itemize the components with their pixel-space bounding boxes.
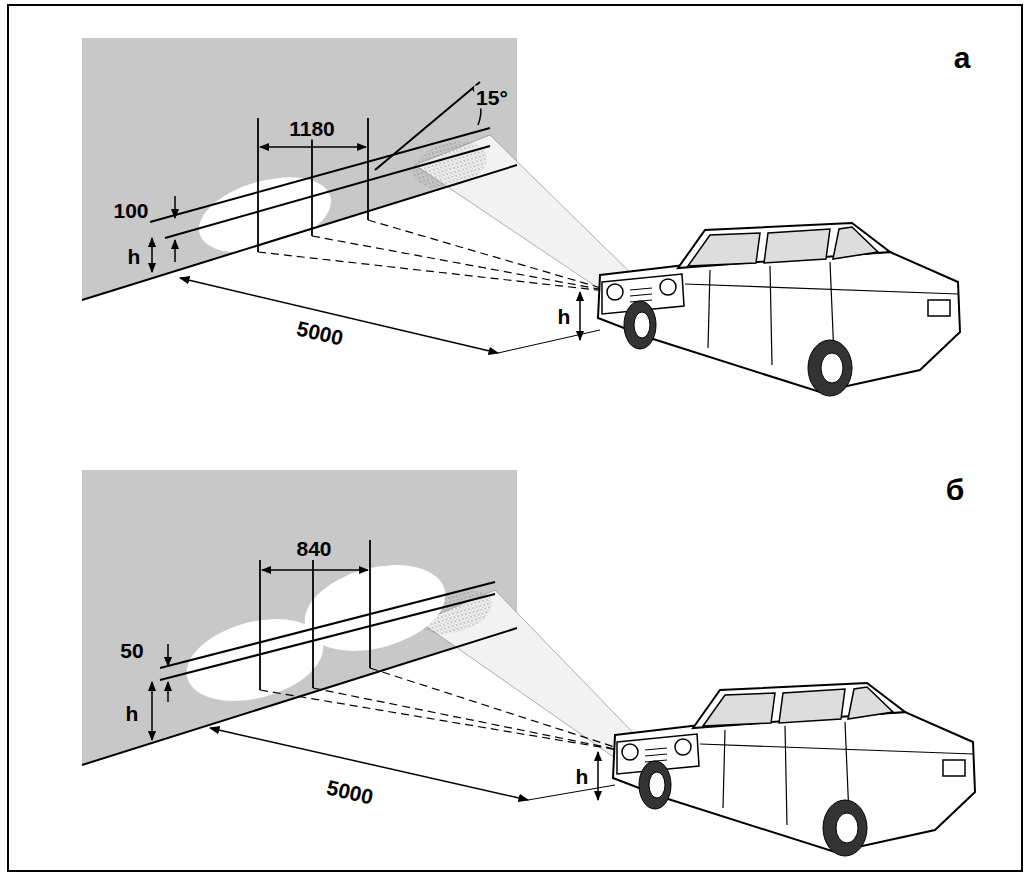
distance-label: 5000: [323, 775, 378, 809]
height-label: h: [124, 702, 141, 725]
panel-b: [82, 470, 975, 856]
dimension-label: 840: [294, 537, 333, 560]
dimension-label: 100: [111, 199, 150, 222]
height-label: h: [556, 305, 573, 328]
panel-letter: а: [952, 42, 973, 74]
distance-label: 5000: [293, 316, 348, 350]
frame: [8, 5, 1022, 871]
panel-a: [82, 38, 960, 396]
angle-label: 15°: [474, 86, 510, 109]
panel-letter: б: [944, 474, 967, 506]
height-label: h: [574, 765, 591, 788]
dimension-label: 50: [118, 639, 145, 662]
height-label: h: [126, 245, 143, 268]
dimension-label: 1180: [287, 117, 337, 140]
